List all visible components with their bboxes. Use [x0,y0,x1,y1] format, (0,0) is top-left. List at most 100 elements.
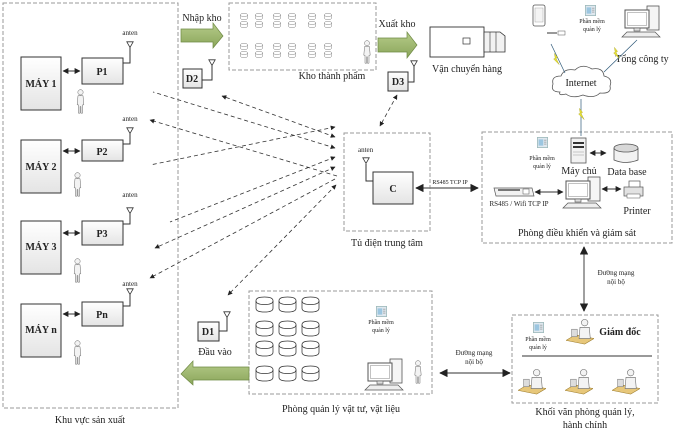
finished-roll-icon [255,13,263,20]
material-roll-icon [255,365,274,382]
printer-icon [623,180,644,199]
server-icon [570,137,587,164]
material-roll-icon [278,320,297,337]
zone-production-label: Khu vực sản xuất [55,415,125,426]
node-p3-label: P3 [96,229,107,240]
office-staff-icon [565,369,593,395]
antenna-icon [410,60,418,67]
finished-roll-icon [240,51,248,58]
software-icon [537,137,548,148]
node-pn-label: Pn [96,310,108,321]
antenna-icon [126,207,134,214]
material-roll-icon [301,365,320,382]
machine-3-box [20,220,62,275]
controller-c [372,171,414,205]
material-roll-icon [278,296,297,313]
server-label: Máy chủ [561,166,596,177]
database-label: Data base [607,167,647,178]
finished-roll-icon [288,51,296,58]
software-icon [376,306,387,317]
office-software-label-2: quản lý [529,345,547,351]
zone-control-room-label: Phòng điều khiển và giám sát [518,228,636,239]
node-p1-label: P1 [96,67,107,78]
zone-warehouse [228,2,377,71]
internal-net-label-3: Đường mạng [456,349,493,357]
finished-roll-icon [255,51,263,58]
machine-1-box [20,56,62,111]
material-roll-icon [255,320,274,337]
operator-icon [76,89,85,114]
machine-2: MÁY 2 P2 anten [20,115,138,197]
wireless-links [149,91,398,296]
zone-office-label-line1: Khối văn phòng quản lý, [535,407,634,418]
machine-3: MÁY 3 P3 anten [20,191,138,283]
head-office-label: Tổng công ty [615,54,668,65]
network-switch-icon [493,187,535,197]
operator-icon [73,340,82,365]
material-roll-icon [255,296,274,313]
finished-roll-icon [324,43,332,50]
finished-roll-icon [255,43,263,50]
antenna-icon [126,41,134,48]
finished-roll-icon [288,13,296,20]
finished-roll-icon [273,43,281,50]
machine-n-label: MÁY n [25,324,57,336]
zone-control-room [481,131,673,244]
corporate-software-label-1: Phần mềm [579,18,605,25]
machine-3-label: MÁY 3 [25,241,56,253]
finished-roll-icon [273,51,281,58]
printer-label: Printer [623,206,651,217]
antenna-icon [208,59,216,66]
machine-1-label: MÁY 1 [25,78,56,90]
finished-roll-icon [324,21,332,28]
input-arrow [180,360,250,386]
import-arrow [180,21,224,49]
finished-roll-icon [240,13,248,20]
zone-office [511,314,659,404]
finished-roll-icon [240,21,248,28]
director-label: Giám đốc [599,327,641,338]
head-office-computer-icon [621,5,661,38]
warehouse-worker-icon [363,40,371,64]
rs485-wifi-label: RS485 / Wifi TCP IP [489,200,548,208]
database-icon [613,143,639,163]
input-label: Đầu vào [198,347,232,358]
node-p2 [81,139,124,162]
workstation-icon [562,176,602,209]
finished-roll-icon [308,13,316,20]
finished-goods-rolls [240,13,332,58]
finished-roll-icon [324,51,332,58]
zone-central-cabinet [343,132,431,232]
office-staff-icon [518,369,546,395]
machine-2-box [20,139,62,194]
node-d2 [182,68,203,89]
finished-roll-icon [273,13,281,20]
zone-warehouse-label: Kho thành phẩm [299,71,366,82]
node-p3 [81,220,124,246]
machine-1: MÁY 1 P1 anten [20,29,138,114]
node-d3-label: D3 [392,77,404,88]
smartphone-icon [532,4,566,36]
transport-label: Vận chuyển hàng [432,64,502,75]
material-roll-icon [278,340,297,357]
software-icon [533,322,544,333]
node-p2-label: P2 [96,147,107,158]
internal-net-label-1: Đường mạng [598,269,635,277]
operator-icon [73,258,82,283]
internal-net-label-2: nội bộ [607,278,625,286]
rs485-tcp-label: RS485 TCP IP [432,180,468,186]
machine-n-box [20,303,62,358]
material-roll-icon [278,365,297,382]
machine-2-label: MÁY 2 [25,161,56,173]
controller-antenna-label: anten [358,146,374,154]
material-roll-icon [301,340,320,357]
director-icon [566,319,594,345]
material-roll-icon [301,320,320,337]
antenna-label: anten [122,115,138,123]
truck-icon [429,26,506,58]
materials-software-label-2: quản lý [372,328,390,334]
zone-materials-room-label: Phòng quản lý vật tư, vật liệu [282,404,400,415]
zone-materials-room [248,290,433,395]
finished-roll-icon [324,13,332,20]
